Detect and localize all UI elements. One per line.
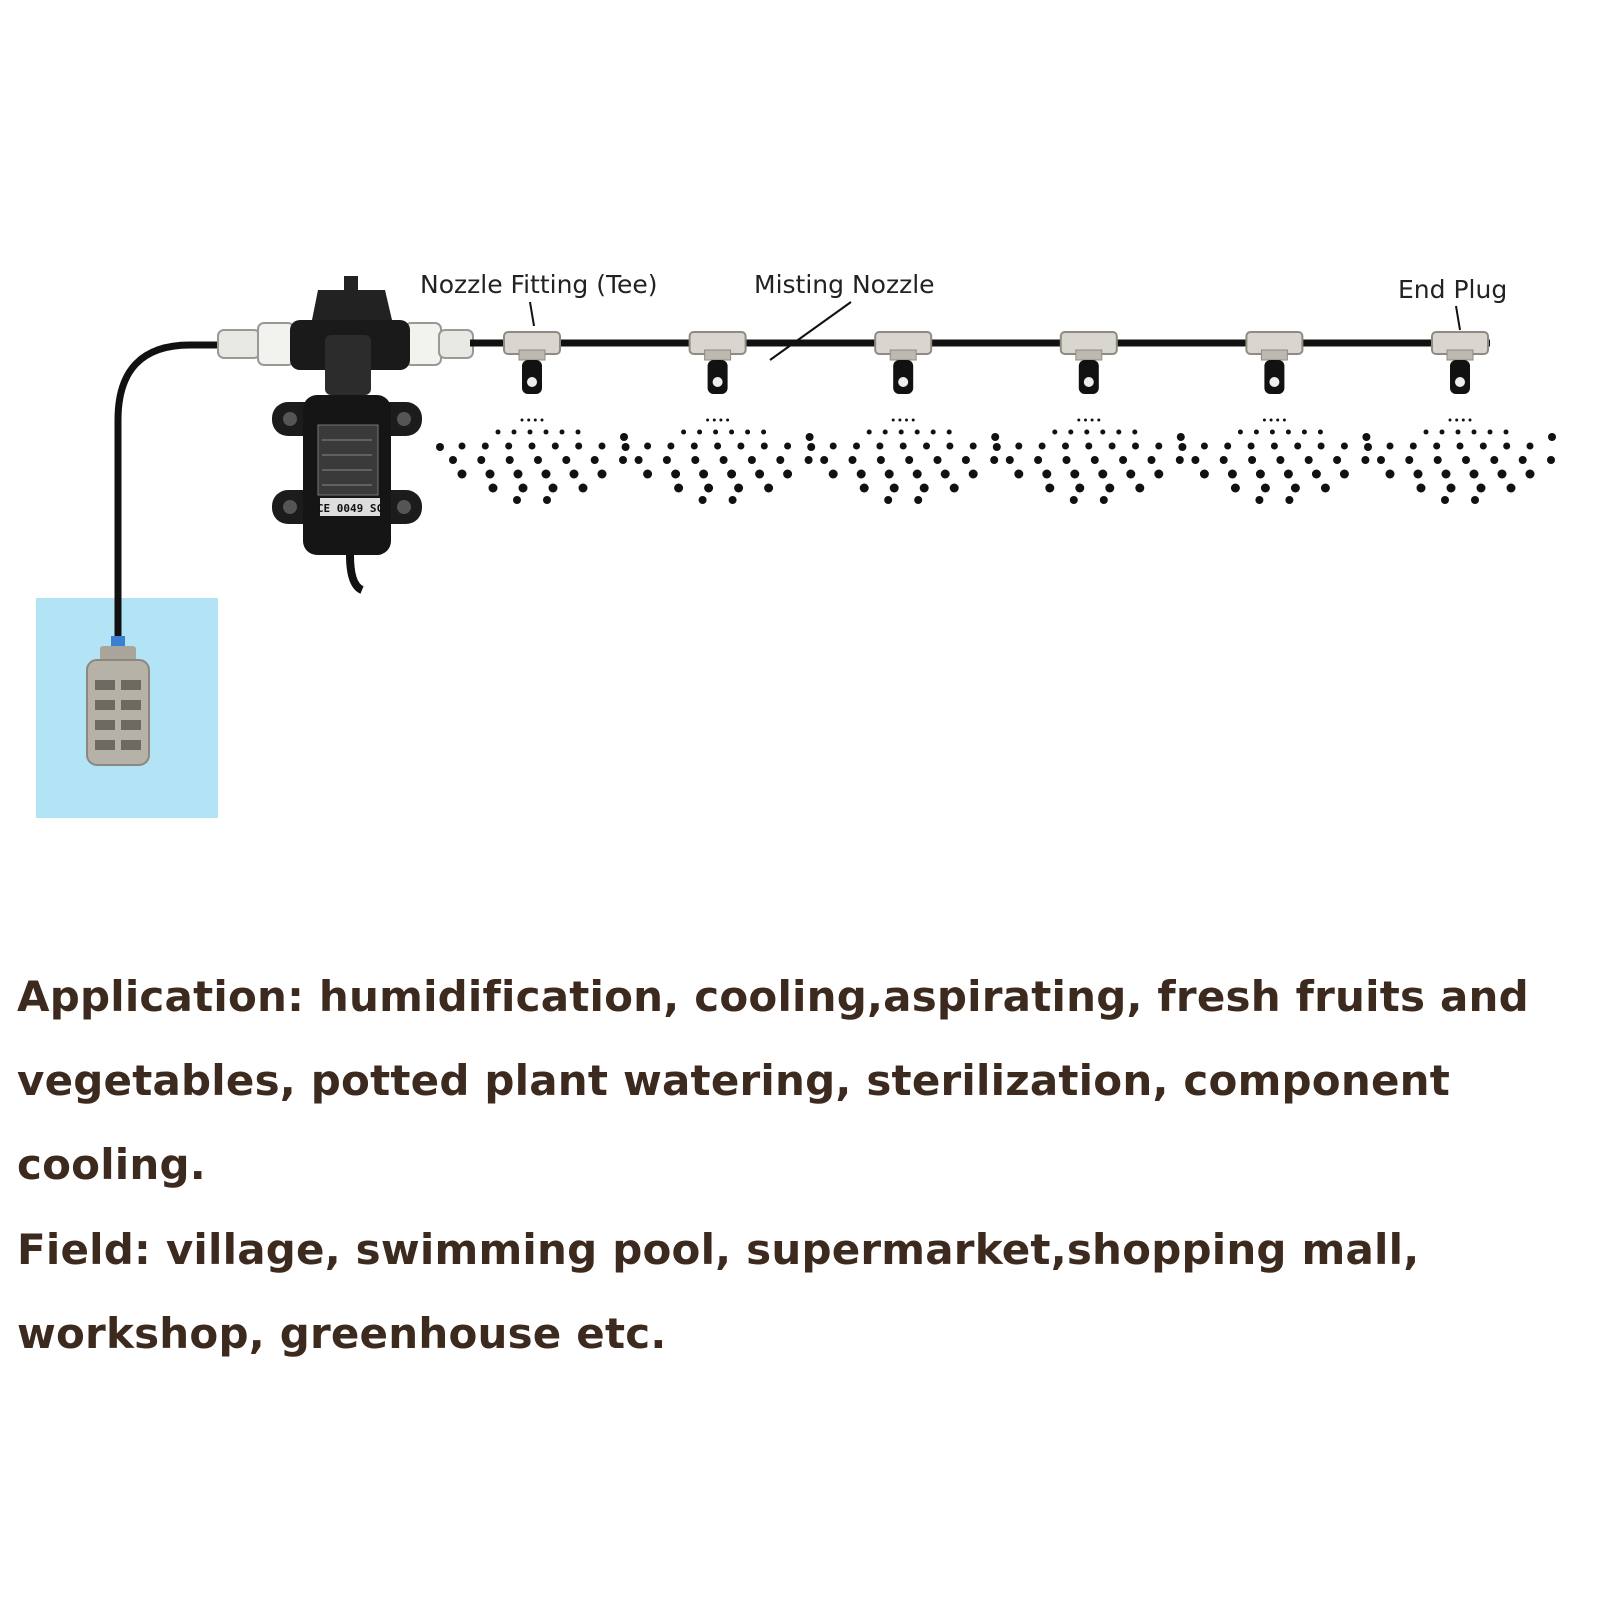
mist-spray-group: [436, 418, 1556, 504]
nozzle-fitting-pointer: [529, 301, 535, 327]
nozzle-fitting-tee-icon: [874, 331, 933, 361]
end-plug-label: End Plug: [1398, 275, 1507, 304]
nozzle-row: [503, 331, 1489, 394]
misting-system-diagram: CE 0049 SC Nozzle Fitting (Tee) Misting …: [36, 270, 1556, 818]
mist-spray-icon: [992, 418, 1185, 504]
nozzle-icon: [1450, 360, 1470, 394]
nozzle-icon: [707, 360, 728, 394]
nozzle-icon: [1264, 360, 1285, 394]
end-plug-pointer: [1455, 305, 1461, 331]
water-pump-icon: CE 0049 SC: [217, 276, 474, 594]
nozzle-fitting-tee-icon: [1059, 331, 1118, 361]
suction-tube: [114, 341, 225, 648]
application-description: Application: humidification, cooling,asp…: [17, 972, 1529, 1189]
filter-icon: [86, 636, 150, 766]
field-description: Field: village, swimming pool, supermark…: [17, 1225, 1420, 1358]
mist-spray-icon: [436, 418, 628, 504]
end-plug-icon: [1431, 331, 1489, 361]
pump-label: CE 0049 SC: [317, 502, 383, 515]
nozzle-icon: [1078, 360, 1099, 394]
nozzle-icon: [522, 360, 542, 394]
nozzle-fitting-tee-icon: [688, 331, 747, 361]
mist-spray-icon: [807, 418, 1000, 504]
nozzle-icon: [893, 360, 914, 394]
nozzle-fitting-label: Nozzle Fitting (Tee): [420, 270, 658, 299]
misting-nozzle-pointer: [769, 301, 852, 361]
nozzle-fitting-tee-icon: [503, 331, 561, 361]
misting-nozzle-label: Misting Nozzle: [754, 270, 935, 299]
nozzle-fitting-tee-icon: [1245, 331, 1304, 361]
mist-spray-icon: [621, 418, 814, 504]
mist-spray-icon: [1178, 418, 1371, 504]
mist-spray-icon: [1364, 418, 1556, 504]
